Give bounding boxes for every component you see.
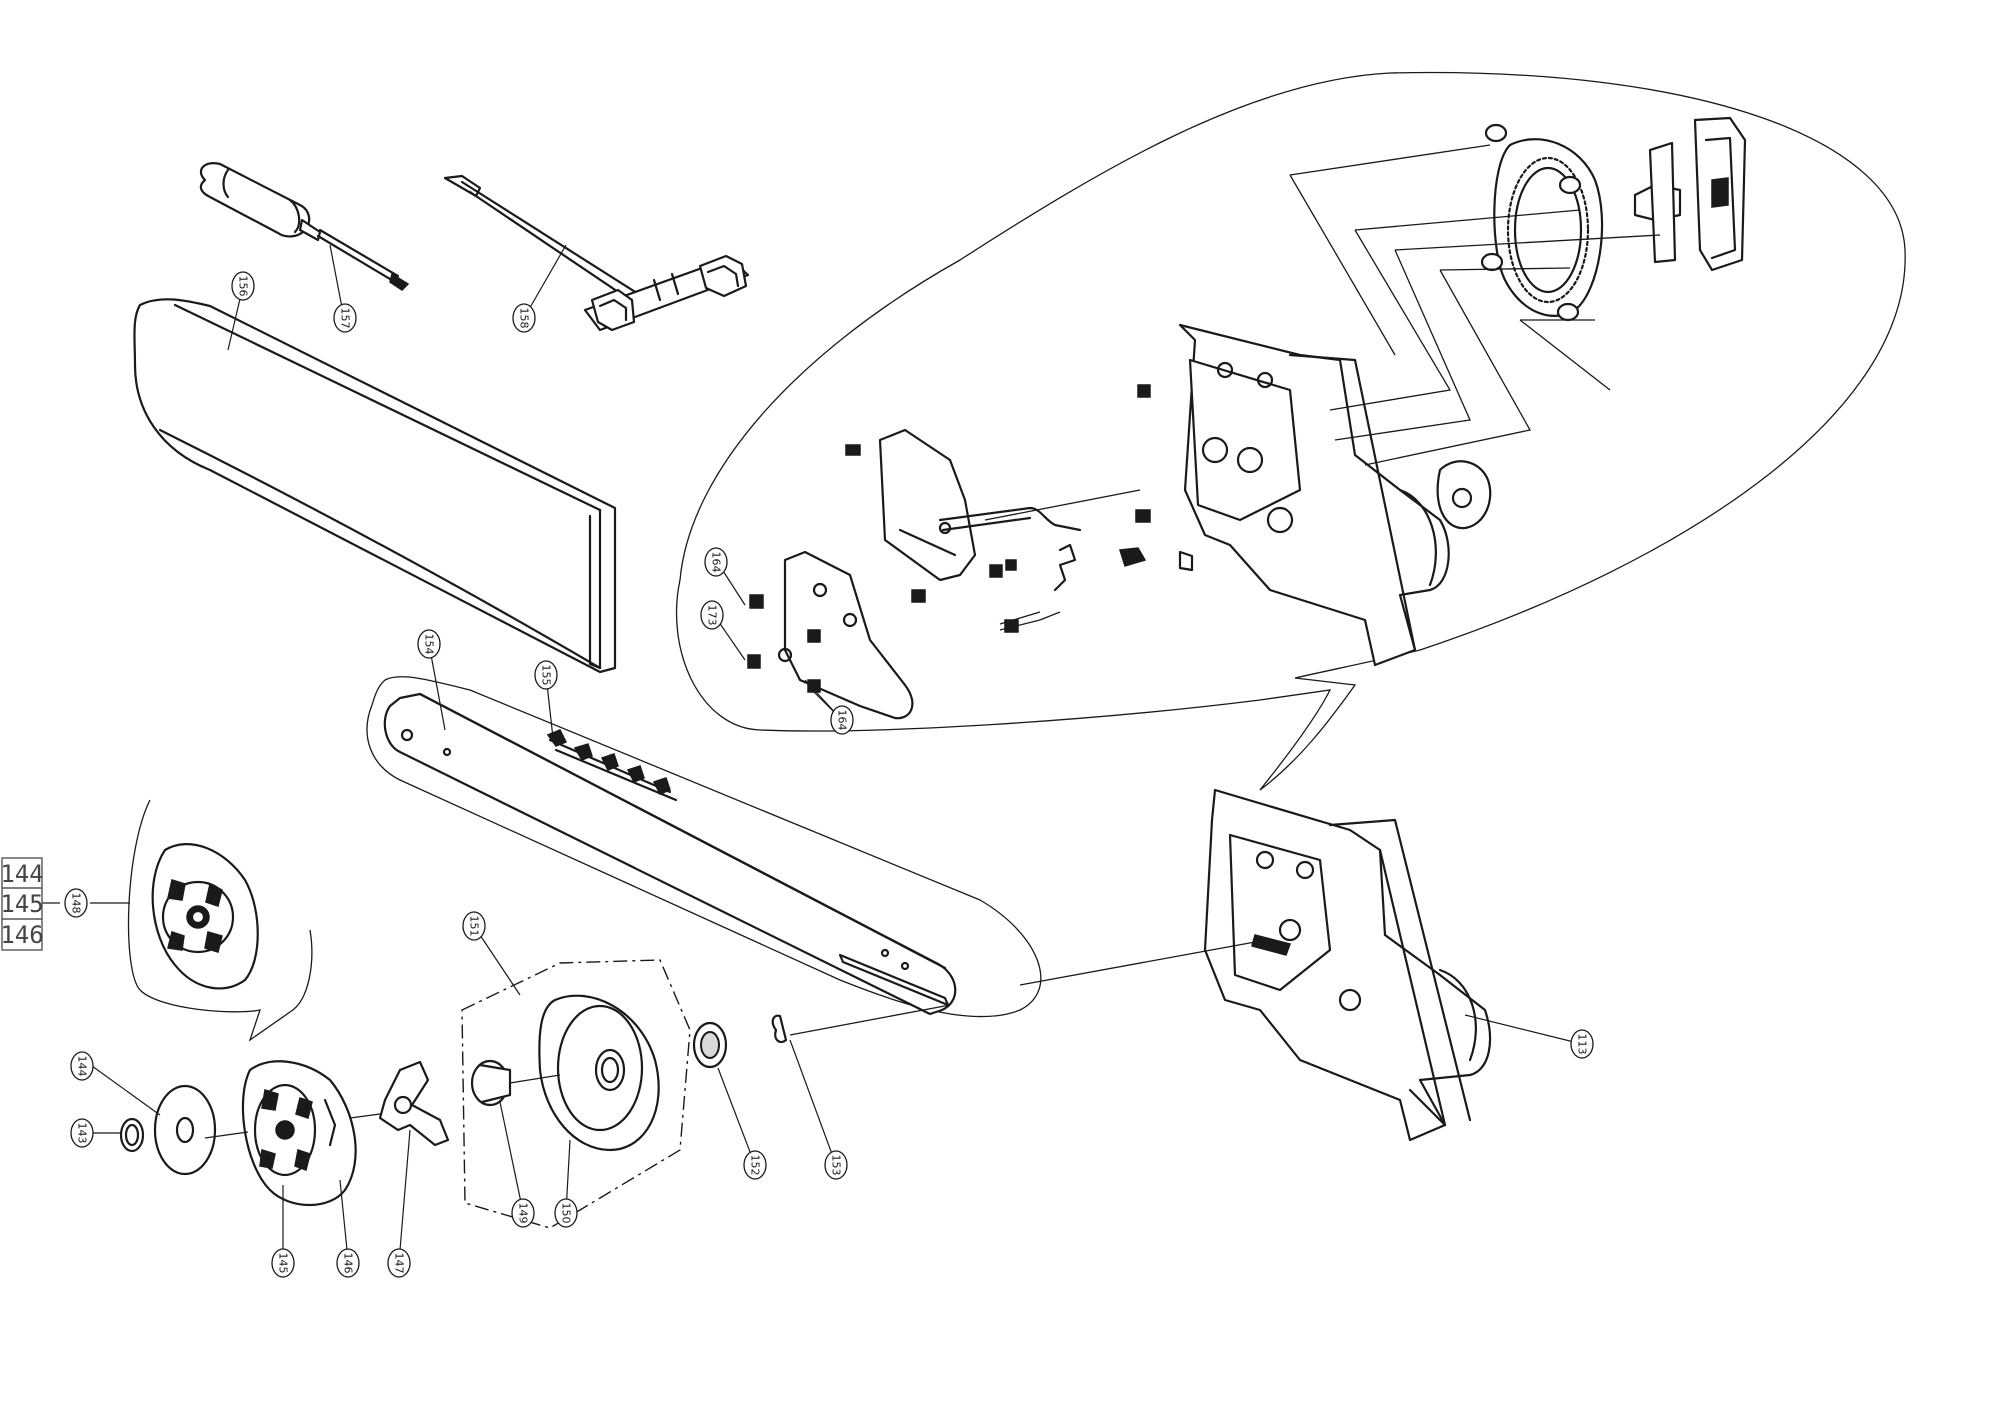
bar-scabbard xyxy=(133,298,617,674)
callout-label: 150 xyxy=(560,1203,573,1224)
callout-label: 145 xyxy=(277,1253,290,1274)
callout-145: 145 xyxy=(271,1248,295,1278)
callout-label: 156 xyxy=(237,276,250,297)
callout-label: 113 xyxy=(1576,1034,1589,1055)
callout-150: 150 xyxy=(554,1198,578,1228)
callout-146: 146 xyxy=(336,1248,360,1278)
callout-label: 146 xyxy=(342,1253,355,1274)
tensioner-plate xyxy=(777,428,1082,720)
callout-156: 156 xyxy=(231,271,255,301)
part-group-item: 144 xyxy=(0,860,43,888)
callout-label: 155 xyxy=(540,665,553,686)
assembly-guides xyxy=(984,144,1661,521)
callout-label: 151 xyxy=(468,916,481,937)
sprocket-group xyxy=(461,959,951,1229)
callout-164-bottom: 164 xyxy=(830,705,854,735)
callout-152: 152 xyxy=(743,1150,767,1180)
callout-label: 148 xyxy=(70,893,83,914)
callout-label: 164 xyxy=(836,710,849,731)
screwdriver xyxy=(199,162,410,291)
callout-label: 153 xyxy=(830,1155,843,1176)
callout-label: 158 xyxy=(518,308,531,329)
callout-158: 158 xyxy=(512,303,536,333)
fasteners xyxy=(747,384,1194,693)
callout-153: 153 xyxy=(824,1150,848,1180)
callout-label: 157 xyxy=(339,308,352,329)
callout-154: 154 xyxy=(417,629,441,659)
part-group-box: 144 145 146 xyxy=(0,857,44,951)
housing-detail xyxy=(1178,323,1492,667)
detail-ellipse xyxy=(675,71,1906,791)
callout-157: 157 xyxy=(333,303,357,333)
callouts: 157 158 156 164 173 164 154 155 148 151 … xyxy=(64,271,1594,1278)
callout-label: 154 xyxy=(423,634,436,655)
callout-147: 147 xyxy=(387,1248,411,1278)
combination-wrench xyxy=(443,174,750,332)
callout-label: 173 xyxy=(706,605,719,626)
callout-144: 144 xyxy=(70,1051,94,1081)
callout-148: 148 xyxy=(64,888,88,918)
callout-label: 147 xyxy=(393,1253,406,1274)
clutch-assembly xyxy=(119,1060,450,1207)
callout-173: 173 xyxy=(700,600,724,630)
callout-164-top: 164 xyxy=(704,547,728,577)
main-housing xyxy=(1019,788,1492,1142)
callout-label: 144 xyxy=(76,1056,89,1077)
adjuster-wheel xyxy=(1480,116,1747,322)
part-group-item: 145 xyxy=(0,890,43,918)
part-group-item: 146 xyxy=(0,921,43,949)
callout-label: 143 xyxy=(76,1123,89,1144)
callout-151: 151 xyxy=(462,911,486,941)
callout-label: 152 xyxy=(749,1155,762,1176)
callout-label: 149 xyxy=(517,1203,530,1224)
callout-label: 164 xyxy=(710,552,723,573)
clutch-detail xyxy=(127,799,313,1042)
callout-149: 149 xyxy=(511,1198,535,1228)
callout-155: 155 xyxy=(534,660,558,690)
guide-bar xyxy=(366,676,1042,1018)
callout-113: 113 xyxy=(1570,1029,1594,1059)
callout-143: 143 xyxy=(70,1118,94,1148)
